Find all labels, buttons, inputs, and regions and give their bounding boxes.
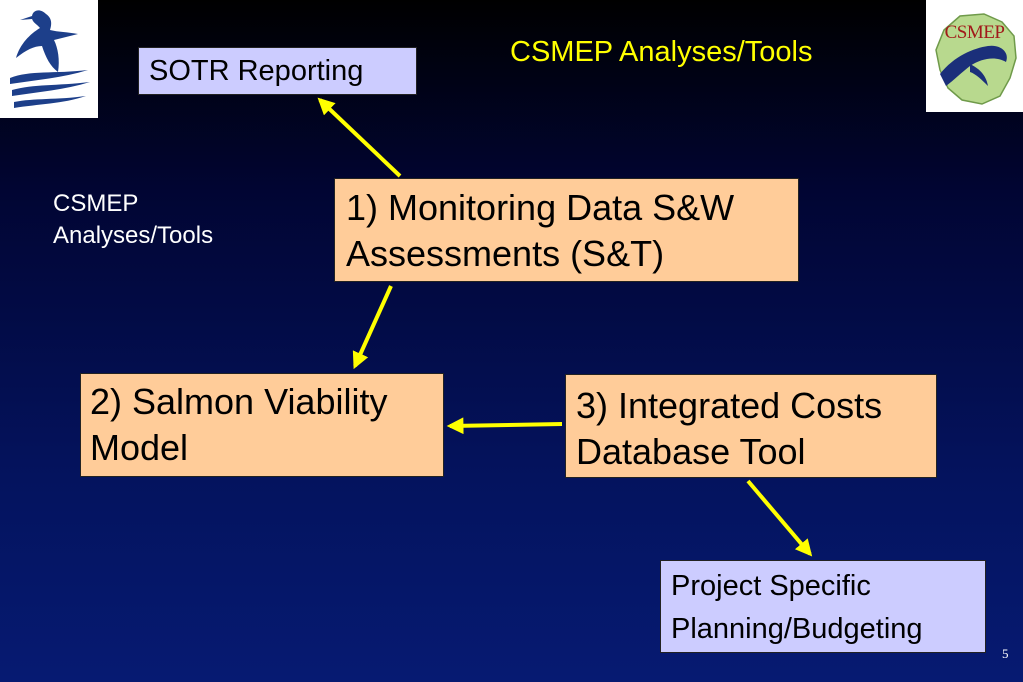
node-monitoring-line-1: 1) Monitoring Data S&W [346,187,735,228]
node-costs-line-2: Database Tool [576,431,806,472]
node-project-line-2: Planning/Budgeting [671,613,923,645]
arrow-monitoring-to-viability [352,285,393,370]
node-salmon-viability: 2) Salmon Viability Model [80,373,444,477]
node-monitoring-data: 1) Monitoring Data S&W Assessments (S&T) [334,178,799,282]
page-number: 5 [1002,646,1009,661]
slide-title: CSMEP Analyses/Tools [510,36,813,68]
side-label-line-1: CSMEP [53,190,139,217]
heron-icon [10,10,90,108]
node-project-planning: Project Specific Planning/Budgeting [660,560,986,653]
heron-logo [0,0,98,118]
node-sotr-reporting: SOTR Reporting [138,47,417,95]
arrow-costs-to-viability [446,417,563,435]
csmep-logo: CSMEP [926,0,1023,112]
csmep-logo-text: CSMEP [944,22,1005,43]
side-label: CSMEP Analyses/Tools [53,188,213,252]
region-map-icon [935,13,1017,105]
node-costs-line-1: 3) Integrated Costs [576,385,883,426]
arrow-costs-to-project [746,479,813,557]
node-sotr-label: SOTR Reporting [149,55,364,87]
node-viability-line-2: Model [90,427,189,468]
side-label-line-2: Analyses/Tools [53,222,214,249]
node-monitoring-line-2: Assessments (S&T) [346,233,665,274]
node-integrated-costs: 3) Integrated Costs Database Tool [565,374,937,478]
node-viability-line-1: 2) Salmon Viability [90,381,388,422]
node-project-line-1: Project Specific [671,570,871,602]
arrow-monitoring-to-sotr [317,97,402,178]
